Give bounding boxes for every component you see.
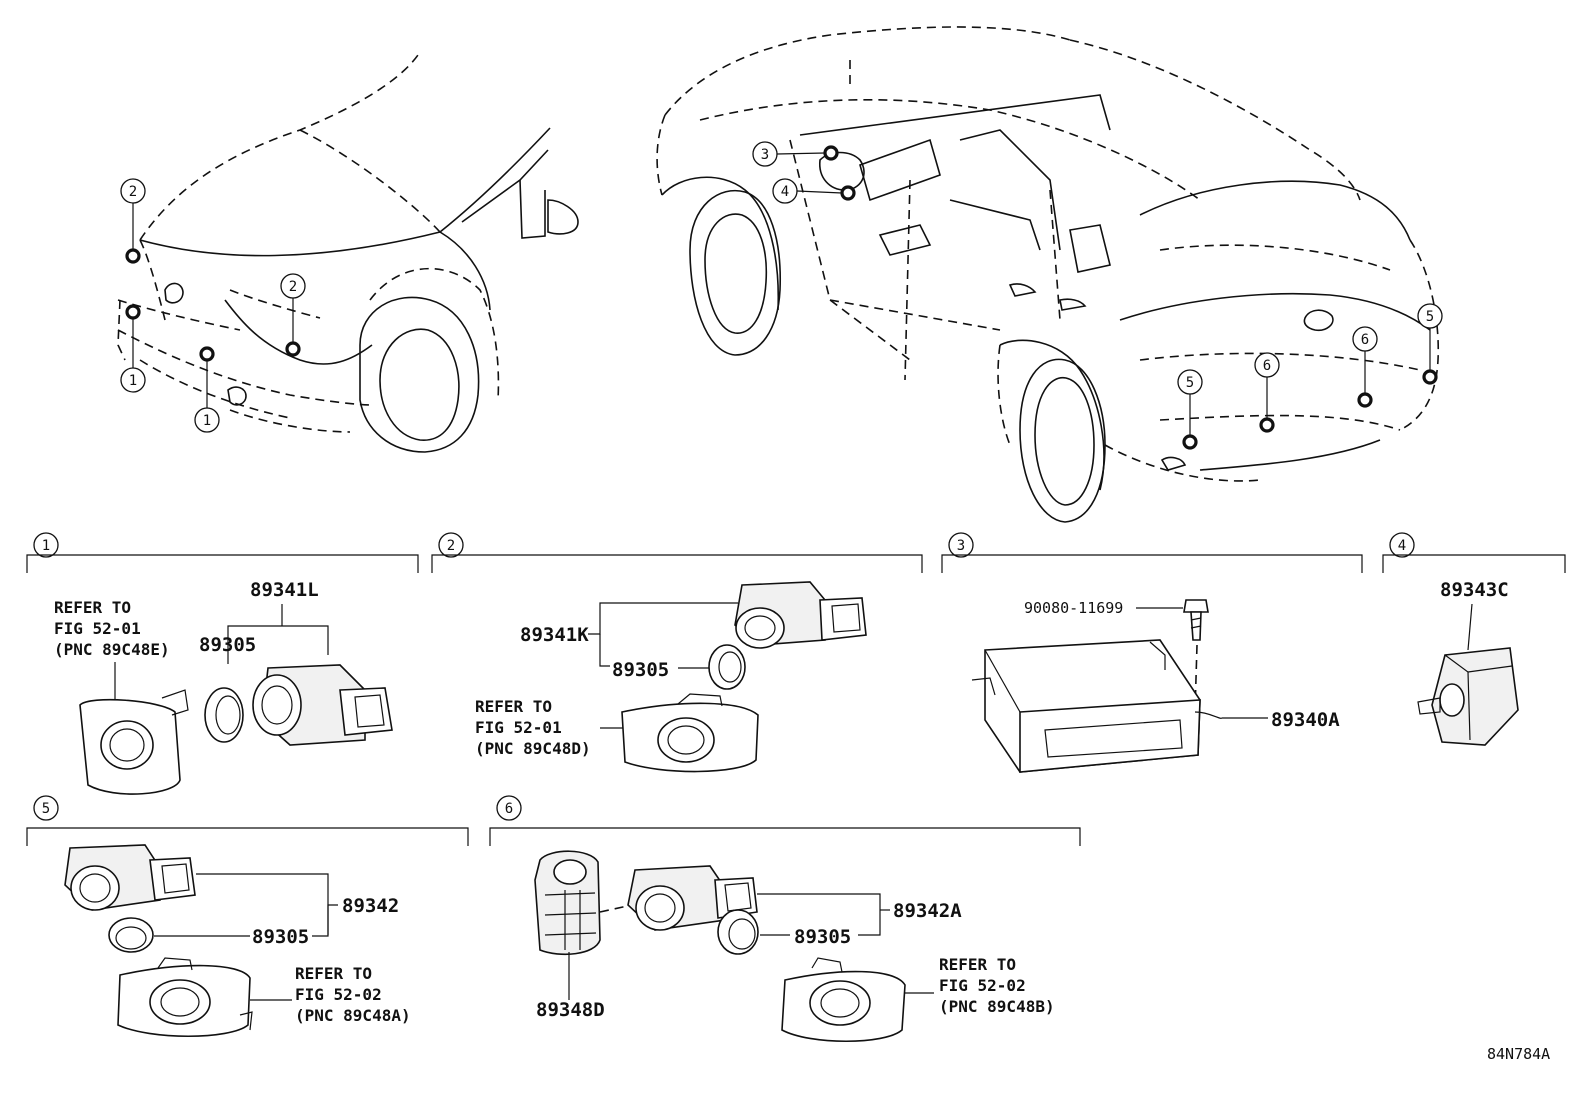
part-number-89343C: 89343C: [1440, 579, 1509, 601]
svg-text:(PNC 89C48A): (PNC 89C48A): [295, 1006, 411, 1025]
svg-text:3: 3: [761, 147, 769, 163]
svg-text:REFER TO: REFER TO: [475, 697, 552, 716]
section-2-callout: 2: [438, 532, 464, 558]
front-vehicle-outline-icon: [117, 54, 579, 453]
callout-4-rear: 4: [772, 178, 798, 204]
part-number-90080-11699: 90080-11699: [1024, 599, 1123, 617]
callout-3-rear: 3: [752, 141, 778, 167]
sensor-location-dot: [285, 341, 301, 357]
sensor-retainer-icon: [117, 957, 253, 1038]
callout-2-front-left: 2: [120, 178, 146, 204]
svg-text:5: 5: [1426, 309, 1434, 325]
part-number-89305: 89305: [794, 926, 851, 948]
svg-text:(PNC 89C48E): (PNC 89C48E): [54, 640, 170, 659]
section-2: 2 89341K 89305 REFER TO FIG 52-01 (PNC 8…: [431, 532, 923, 773]
svg-text:REFER TO: REFER TO: [295, 964, 372, 983]
section-3: 3 90080-11699 89340A: [941, 532, 1363, 773]
svg-text:2: 2: [289, 279, 297, 295]
section-3-callout: 3: [948, 532, 974, 558]
svg-text:(PNC 89C48B): (PNC 89C48B): [939, 997, 1055, 1016]
part-number-89341L: 89341L: [250, 579, 319, 601]
ecu-location-dot: [823, 145, 839, 161]
ultrasonic-sensor-icon: [252, 664, 393, 746]
section-5-callout: 5: [33, 795, 59, 821]
sensor-location-dot: [125, 248, 141, 264]
part-number-89348D: 89348D: [536, 999, 605, 1021]
bolt-icon: [1183, 599, 1209, 641]
section-4: 4 89343C: [1382, 532, 1566, 746]
sensor-location-dot: [1357, 392, 1373, 408]
svg-text:2: 2: [447, 538, 455, 554]
bumper-bracket-icon: [534, 850, 601, 956]
sensor-retainer-icon: [621, 693, 759, 773]
sensor-retainer-icon: [781, 957, 906, 1043]
camera-module-icon: [1417, 647, 1519, 746]
sensor-ring-icon: [204, 687, 244, 743]
ultrasonic-sensor-icon: [734, 581, 867, 649]
sensor-location-dot: [199, 346, 215, 362]
camera-location-dot: [840, 185, 856, 201]
callout-5-rear-left: 5: [1177, 369, 1203, 395]
sensor-ring-icon: [708, 644, 746, 690]
svg-text:3: 3: [957, 538, 965, 554]
svg-text:REFER TO: REFER TO: [939, 955, 1016, 974]
svg-text:5: 5: [42, 801, 50, 817]
ecu-module-icon: [971, 639, 1201, 773]
svg-text:(PNC 89C48D): (PNC 89C48D): [475, 739, 591, 758]
svg-text:4: 4: [781, 184, 789, 200]
section-1: 1 REFER TO FIG 52-01 (PNC 89C48E) 89341L…: [26, 532, 419, 795]
callout-6-rear-right: 6: [1352, 326, 1378, 352]
sensor-location-dot: [1259, 417, 1275, 433]
callout-6-rear-center: 6: [1254, 352, 1280, 378]
section-6-callout: 6: [496, 795, 522, 821]
part-number-89305: 89305: [252, 926, 309, 948]
sensor-location-dot: [1422, 369, 1438, 385]
svg-text:2: 2: [129, 184, 137, 200]
svg-text:6: 6: [1361, 332, 1369, 348]
diagram-code: 84N784A: [1487, 1045, 1550, 1063]
sensor-location-dot: [1182, 434, 1198, 450]
rear-vehicle-outline-icon: [656, 26, 1440, 523]
part-number-89340A: 89340A: [1271, 709, 1340, 731]
part-number-89341K: 89341K: [520, 624, 589, 646]
sensor-ring-icon: [108, 917, 154, 953]
svg-text:4: 4: [1398, 538, 1406, 554]
section-5: 5 89342 89305 REFER TO FIG 52-02 (PNC 89…: [26, 795, 469, 1038]
svg-text:FIG 52-02: FIG 52-02: [939, 976, 1026, 995]
svg-text:FIG 52-02: FIG 52-02: [295, 985, 382, 1004]
callout-1-front-center: 1: [194, 407, 220, 433]
svg-text:1: 1: [129, 373, 137, 389]
part-number-89342A: 89342A: [893, 900, 962, 922]
part-number-89342: 89342: [342, 895, 399, 917]
callout-2-front-grille: 2: [280, 273, 306, 299]
svg-text:6: 6: [505, 801, 513, 817]
sensor-ring-icon: [717, 909, 759, 955]
section-4-callout: 4: [1389, 532, 1415, 558]
svg-text:FIG 52-01: FIG 52-01: [54, 619, 141, 638]
svg-text:1: 1: [42, 538, 50, 554]
sensor-retainer-icon: [79, 689, 189, 795]
svg-text:5: 5: [1186, 375, 1194, 391]
svg-text:FIG 52-01: FIG 52-01: [475, 718, 562, 737]
ultrasonic-sensor-icon: [64, 844, 196, 911]
svg-text:1: 1: [203, 413, 211, 429]
callout-5-rear-right: 5: [1417, 303, 1443, 329]
callout-1-front-left: 1: [120, 367, 146, 393]
section-6: 6 89348D 89342A 89305: [489, 795, 1081, 1043]
svg-text:REFER TO: REFER TO: [54, 598, 131, 617]
svg-text:6: 6: [1263, 358, 1271, 374]
sensor-location-dot: [125, 304, 141, 320]
ultrasonic-sensor-icon: [627, 865, 758, 931]
part-number-89305: 89305: [612, 659, 669, 681]
section-1-callout: 1: [33, 532, 59, 558]
